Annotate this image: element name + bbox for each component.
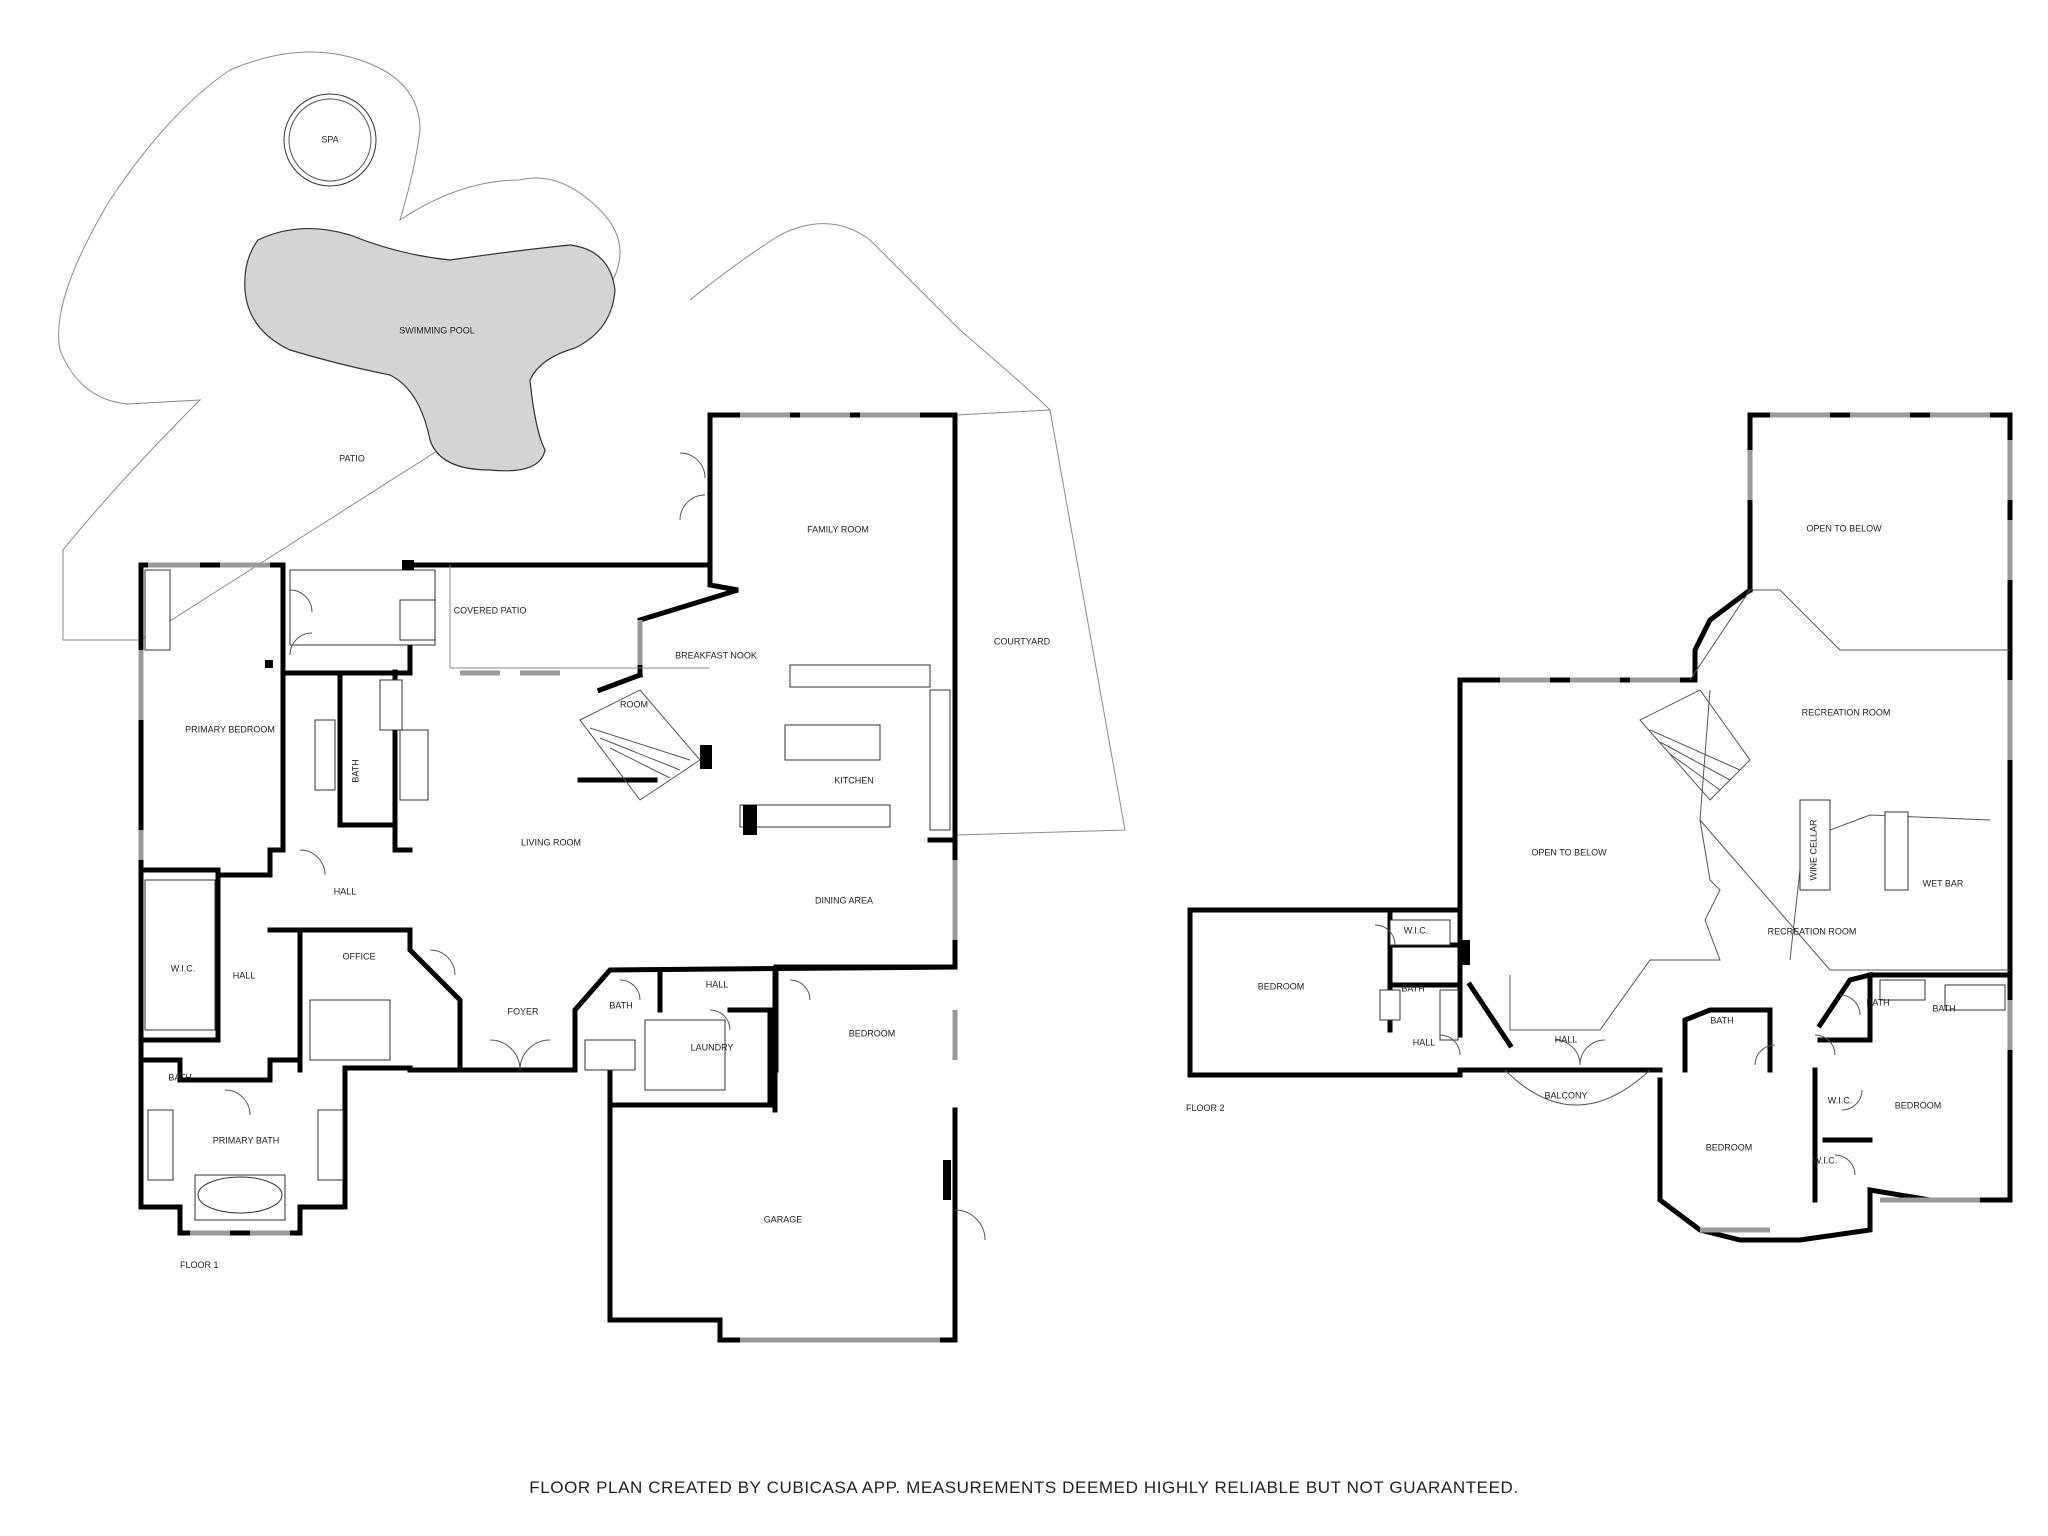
floor2-staircase (1639, 689, 1751, 801)
room-label-living-room: LIVING ROOM (521, 837, 581, 847)
room-label-office: OFFICE (343, 951, 376, 961)
room-label-bath-6: BATH (1866, 997, 1889, 1007)
floor-1-fixtures (144, 560, 951, 1221)
room-label-bath-7: BATH (1932, 1003, 1955, 1013)
room-label-bedroom-1: BEDROOM (849, 1028, 896, 1038)
room-label-covered-patio: COVERED PATIO (454, 605, 527, 615)
room-label-bath-1: BATH (350, 759, 360, 782)
room-label-hall-2: HALL (233, 970, 256, 980)
room-label-kitchen: KITCHEN (834, 775, 874, 785)
room-label-bath-2: BATH (609, 1000, 632, 1010)
room-label-garage: GARAGE (764, 1214, 803, 1224)
room-label-wet-bar: WET BAR (1923, 878, 1964, 888)
family-room-walls (707, 412, 958, 838)
room-label-hall-4: HALL (1413, 1037, 1436, 1047)
room-label-breakfast-nook: BREAKFAST NOOK (675, 650, 757, 660)
room-label-bath-3: BATH (168, 1072, 191, 1082)
room-label-hall-1: HALL (334, 886, 357, 896)
room-label-hall-5: HALL (1555, 1034, 1578, 1044)
outdoor-area (58, 51, 1051, 641)
room-label-foyer: FOYER (507, 1006, 539, 1016)
floor-2-windows (1500, 412, 2013, 1233)
room-label-recreation-room-2: RECREATION ROOM (1768, 926, 1857, 936)
room-label-wic-3: W.I.C. (1828, 1095, 1853, 1105)
room-label-bath-5: BATH (1710, 1015, 1733, 1025)
room-label-dining-area: DINING AREA (815, 895, 873, 905)
floor-2-doors (1374, 924, 1863, 1176)
balcony-arc (1504, 1069, 1651, 1106)
room-label-bedroom-4: BEDROOM (1895, 1100, 1942, 1110)
disclaimer-footer: FLOOR PLAN CREATED BY CUBICASA APP. MEAS… (529, 1478, 1519, 1497)
room-label-spa: SPA (321, 134, 338, 144)
floor-2-label: FLOOR 2 (1186, 1103, 1225, 1113)
floor1-west-wall (138, 562, 348, 1236)
swimming-pool-shape (244, 228, 616, 472)
room-labels: SPA SWIMMING POOL PATIO COVERED PATIO FAMILY… (168, 134, 1964, 1224)
room-label-room: ROOM (620, 699, 648, 709)
patio-outline-right (689, 223, 1051, 411)
room-label-bedroom-2: BEDROOM (1258, 981, 1305, 991)
room-label-primary-bedroom: PRIMARY BEDROOM (185, 724, 275, 734)
room-label-courtyard: COURTYARD (994, 636, 1051, 646)
floor-1-label: FLOOR 1 (180, 1260, 219, 1270)
floor-2-fixtures (1379, 689, 2006, 1106)
room-label-laundry: LAUNDRY (691, 1042, 734, 1052)
room-label-primary-bath: PRIMARY BATH (213, 1135, 280, 1145)
room-label-hall-3: HALL (706, 979, 729, 989)
room-label-bath-4: BATH (1401, 983, 1424, 993)
floor-1-walls (138, 409, 1126, 1343)
floor-1-windows (138, 412, 958, 1343)
room-label-patio: PATIO (339, 453, 365, 463)
room-label-open-below-1: OPEN TO BELOW (1806, 523, 1882, 533)
room-label-wic-4: W.I.C. (1813, 1155, 1838, 1165)
room-label-wic-2: W.I.C. (1404, 925, 1429, 935)
room-label-pool: SWIMMING POOL (399, 325, 475, 335)
room-label-recreation-room-1: RECREATION ROOM (1802, 707, 1891, 717)
spa-rim (288, 98, 372, 182)
room-label-open-below-2: OPEN TO BELOW (1531, 847, 1607, 857)
covered-patio-outline (449, 565, 710, 669)
room-label-family-room: FAMILY ROOM (807, 524, 869, 534)
room-label-wine-cellar: WINE CELLAR (1808, 819, 1818, 881)
courtyard-outline (956, 409, 1126, 836)
room-label-wic-1: W.I.C. (171, 963, 196, 973)
spa-tub (283, 93, 377, 187)
room-label-bedroom-3: BEDROOM (1706, 1142, 1753, 1152)
floor-1-doors (224, 452, 986, 1241)
room-label-balcony: BALCONY (1544, 1090, 1587, 1100)
